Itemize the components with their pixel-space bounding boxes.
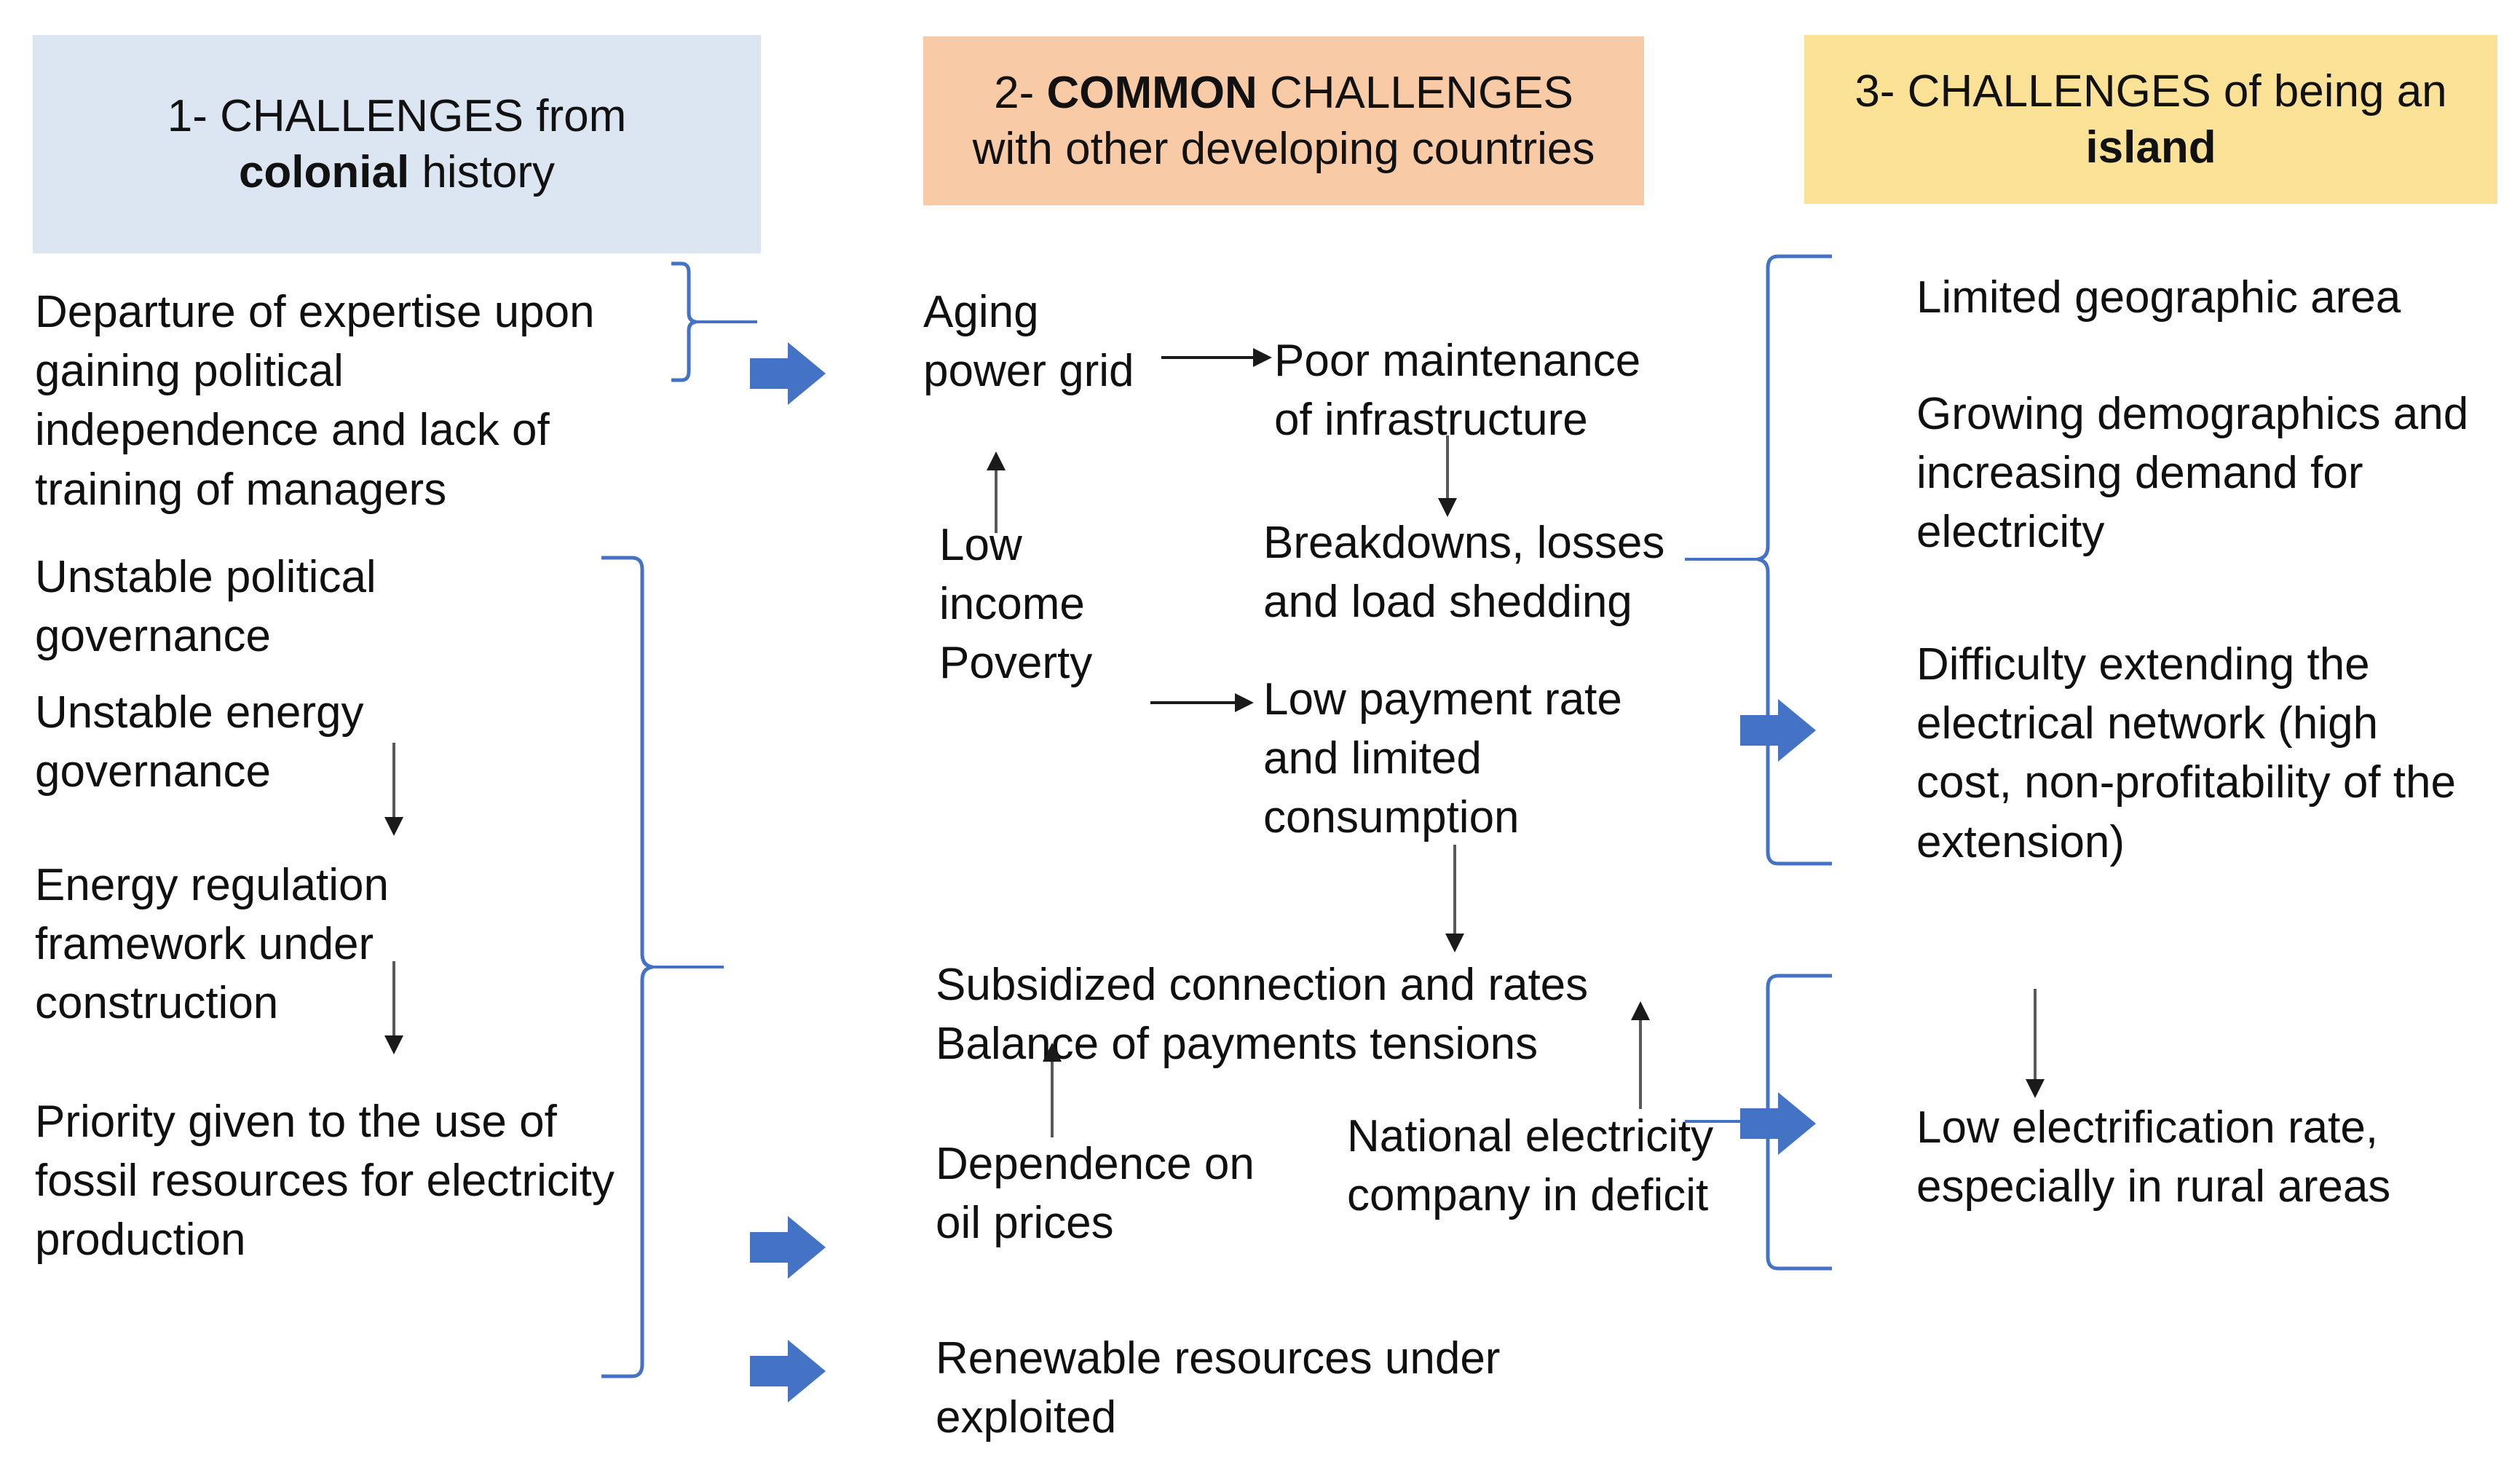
header-1-suffix: history [409, 147, 556, 197]
text-difficulty-extending-network: Difficulty extending the electrical netw… [1916, 639, 2456, 867]
text-growing-demographics: Growing demographics and increasing dema… [1916, 389, 2469, 558]
thin-arrow-income-to-grid [987, 451, 1006, 533]
thin-arrow-regulation-to-fossil [384, 961, 403, 1054]
brace-col1-bottom [599, 555, 773, 1385]
brace-col2-upper [1667, 253, 1835, 872]
thin-arrow-governance-to-regulation [384, 743, 403, 836]
header-box-island: 3- CHALLENGES of being an island [1804, 35, 2497, 204]
brace-col1-top [670, 261, 765, 384]
fat-arrow-col2-to-col3-bottom [1740, 1092, 1816, 1155]
thin-arrow-maintenance-to-breakdowns [1438, 435, 1457, 517]
text-low-income-poverty: Low income Poverty [939, 520, 1093, 689]
thin-arrow-difficulty-to-electrification [2026, 989, 2045, 1098]
header-1-line1: 1- CHALLENGES from [167, 90, 627, 141]
text-aging-power-grid: Aging power grid [923, 287, 1134, 397]
text-subsidized-connection: Subsidized connection and rates Balance … [936, 960, 1589, 1070]
header-3-line1: 3- CHALLENGES of being an [1855, 66, 2447, 117]
text-low-payment-rate: Low payment rate and limited consumption [1263, 674, 1622, 843]
thin-arrow-poverty-to-payment [1150, 693, 1254, 712]
header-2-suffix: CHALLENGES with other developing countri… [972, 67, 1595, 175]
text-departure-of-expertise: Departure of expertise upon gaining poli… [35, 287, 595, 515]
text-fossil-priority: Priority given to the use of fossil reso… [35, 1097, 615, 1266]
thin-arrow-oil-to-balance [1043, 1043, 1062, 1137]
fat-arrow-col1-to-col2-top [750, 342, 826, 405]
thin-arrow-company-to-subsidized [1631, 1001, 1650, 1109]
thin-arrow-grid-to-maintenance [1161, 348, 1272, 367]
text-energy-regulation-framework: Energy regulation framework under constr… [35, 860, 389, 1029]
text-breakdowns-losses: Breakdowns, losses and load shedding [1263, 518, 1665, 628]
header-box-colonial: 1- CHALLENGES from colonial history [33, 35, 761, 253]
thin-arrow-consumption-to-subsidized [1445, 845, 1464, 952]
text-poor-maintenance: Poor maintenance of infrastructure [1274, 336, 1641, 446]
text-renewable-resources: Renewable resources under exploited [936, 1333, 1501, 1443]
text-national-electricity-company: National electricity company in deficit [1347, 1111, 1714, 1221]
header-box-common: 2- COMMON CHALLENGES with other developi… [923, 36, 1644, 205]
header-2-prefix: 2- [994, 67, 1047, 118]
text-unstable-energy-governance: Unstable energy governance [35, 687, 364, 797]
fat-arrow-col1-to-col2-bottom [750, 1340, 826, 1402]
text-unstable-political-governance: Unstable political governance [35, 552, 376, 662]
fat-arrow-col2-to-col3-top [1740, 699, 1816, 762]
header-2-emphasis: COMMON [1046, 67, 1257, 118]
header-3-emphasis: island [2085, 122, 2216, 173]
text-low-electrification-rate: Low electrification rate, especially in … [1916, 1102, 2391, 1212]
fat-arrow-col1-to-col2-mid [750, 1216, 826, 1279]
text-limited-geographic-area: Limited geographic area [1916, 272, 2401, 323]
header-1-emphasis: colonial [238, 147, 410, 197]
text-dependence-oil-prices: Dependence on oil prices [936, 1139, 1255, 1249]
